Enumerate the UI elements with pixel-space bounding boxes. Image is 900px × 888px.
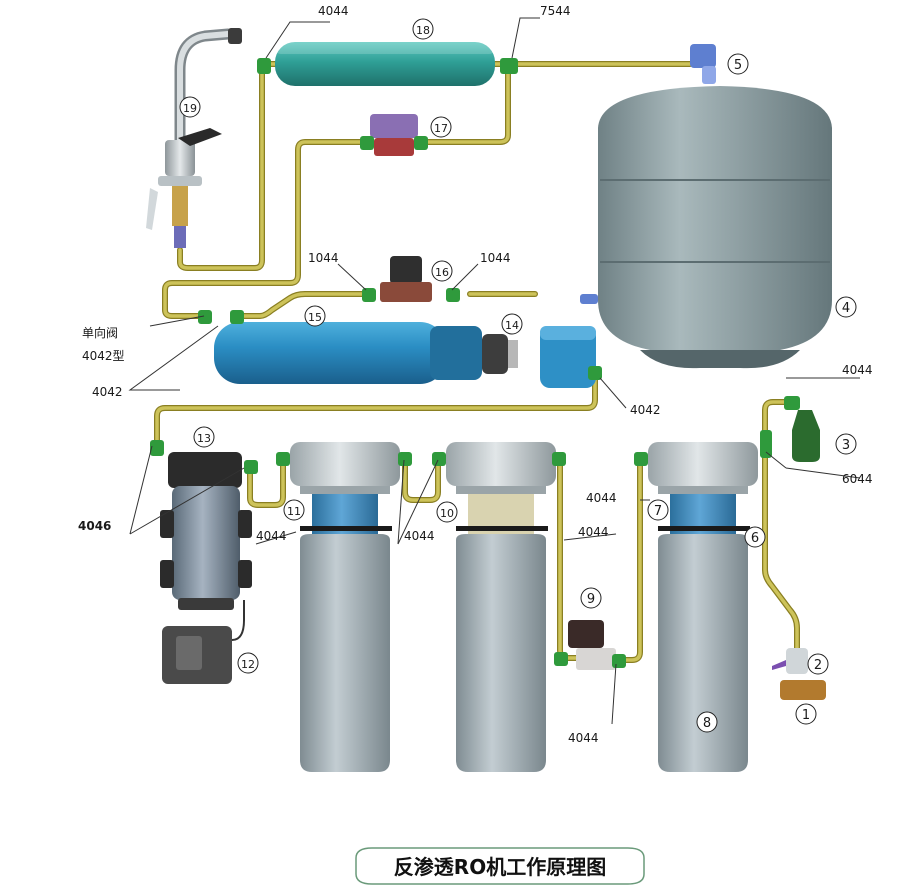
part-2: 2 bbox=[814, 658, 822, 673]
part-19: 19 bbox=[183, 102, 197, 115]
label-4044-top: 4044 bbox=[318, 4, 349, 18]
label-4044-pump: 4044 bbox=[256, 529, 287, 543]
label-4044-bottom: 4044 bbox=[568, 731, 599, 745]
part-6: 6 bbox=[751, 531, 759, 546]
filter-stage-3 bbox=[648, 442, 758, 772]
part-12: 12 bbox=[241, 658, 255, 671]
part-5: 5 bbox=[734, 58, 742, 73]
part-3: 3 bbox=[842, 438, 850, 453]
filter-stage-2 bbox=[446, 442, 556, 772]
ro-membrane-housing bbox=[214, 322, 518, 384]
pressure-tank bbox=[580, 86, 832, 369]
inlet-adapter bbox=[780, 680, 826, 700]
fitting-labels: 4044 7544 1044 1044 单向阀 4042型 4042 4042 … bbox=[78, 4, 873, 745]
label-4042-left: 4042 bbox=[92, 385, 123, 399]
label-4044-right-top: 4044 bbox=[842, 363, 873, 377]
label-6044: 6044 bbox=[842, 472, 873, 486]
label-4042-type: 4042型 bbox=[82, 349, 125, 363]
part-13: 13 bbox=[197, 432, 211, 445]
part-1: 1 bbox=[802, 708, 810, 723]
part-8: 8 bbox=[703, 716, 711, 731]
label-4042-right: 4042 bbox=[630, 403, 661, 417]
leader-lines bbox=[128, 17, 861, 725]
part-7: 7 bbox=[654, 504, 662, 519]
label-1044-right: 1044 bbox=[480, 251, 511, 265]
part-17: 17 bbox=[434, 122, 448, 135]
label-4046: 4046 bbox=[78, 519, 111, 533]
inlet-solenoid-valve bbox=[380, 256, 432, 302]
label-1044-left: 1044 bbox=[308, 251, 339, 265]
label-4044-mid: 4044 bbox=[404, 529, 435, 543]
faucet bbox=[146, 28, 242, 248]
booster-pump bbox=[160, 452, 252, 610]
part-11: 11 bbox=[287, 505, 301, 518]
part-10: 10 bbox=[440, 507, 454, 520]
fittings bbox=[150, 58, 800, 668]
part-number-text: 1 2 3 4 5 6 7 8 9 10 11 12 13 14 15 16 1… bbox=[183, 24, 850, 731]
part-14: 14 bbox=[505, 319, 519, 332]
part-9: 9 bbox=[587, 592, 595, 607]
power-adapter bbox=[162, 600, 245, 684]
diagram-title: 反渗透RO机工作原理图 bbox=[355, 847, 645, 885]
part-number-markers bbox=[179, 18, 857, 733]
inlet-ball-valve bbox=[772, 648, 808, 674]
membrane-cap bbox=[540, 326, 596, 388]
low-pressure-switch bbox=[568, 620, 616, 670]
label-7544: 7544 bbox=[540, 4, 571, 18]
label-check-valve: 单向阀 bbox=[82, 325, 118, 340]
label-4044-f3-lower: 4044 bbox=[578, 525, 609, 539]
title-text: 反渗透RO机工作原理图 bbox=[394, 855, 606, 879]
part-16: 16 bbox=[435, 266, 449, 279]
filter-stage-1 bbox=[290, 442, 400, 772]
part-4: 4 bbox=[842, 301, 850, 316]
label-4044-f3-upper: 4044 bbox=[586, 491, 617, 505]
flush-valve bbox=[370, 114, 418, 156]
post-carbon-filter bbox=[275, 42, 495, 86]
part-15: 15 bbox=[308, 311, 322, 324]
waste-flow-restrictor bbox=[792, 410, 820, 462]
high-pressure-switch bbox=[690, 44, 716, 84]
part-18: 18 bbox=[416, 24, 430, 37]
